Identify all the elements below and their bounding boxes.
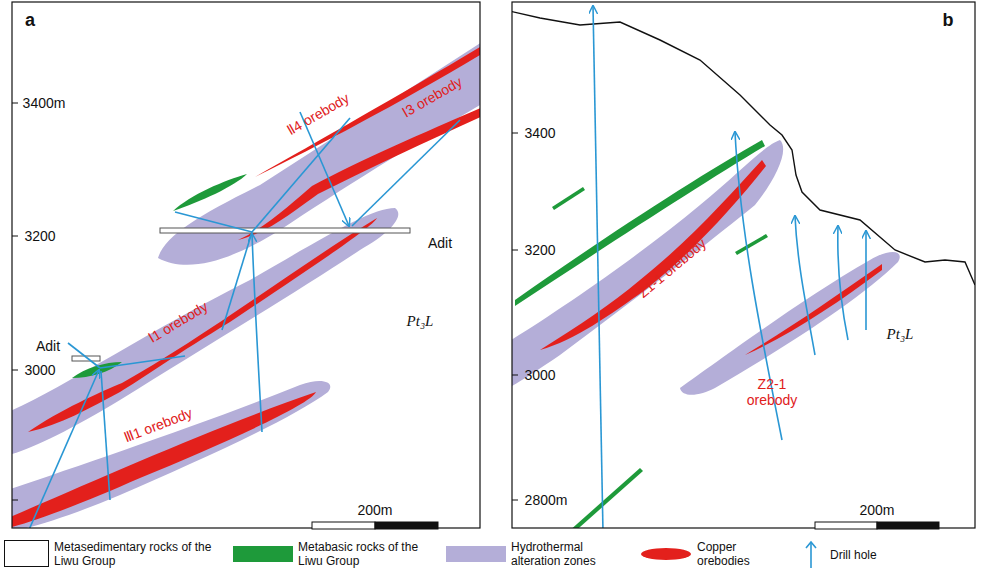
scale-label: 200m xyxy=(859,502,894,518)
swatch-arrow xyxy=(810,542,812,568)
metabasic-rock xyxy=(173,174,247,211)
alteration-zone xyxy=(12,40,480,528)
drill-hole xyxy=(101,371,110,500)
copper-orebody xyxy=(28,218,377,432)
scale-bar xyxy=(877,522,939,529)
axis-tick xyxy=(512,500,518,501)
copper-orebody xyxy=(540,160,766,350)
adit-label: Adit xyxy=(36,338,60,354)
metabasic-rock xyxy=(515,140,765,306)
panel-letter: a xyxy=(25,10,35,31)
metabasic-rock xyxy=(515,140,768,528)
elevation-label: 3000 xyxy=(524,367,555,383)
metabasic-rock xyxy=(72,174,247,378)
panel-letter: b xyxy=(943,10,954,31)
swatch-box xyxy=(5,541,49,567)
drill-hole xyxy=(593,6,603,528)
drill-hole xyxy=(593,6,866,528)
legend-text: Metabasic rocks of the Liwu Group xyxy=(298,540,438,569)
drill-hole xyxy=(28,370,99,528)
scale-bar xyxy=(815,522,877,529)
metabasic-rock xyxy=(568,468,643,528)
drill-hole xyxy=(352,120,460,226)
scale-label: 200m xyxy=(357,502,392,518)
axis-tick xyxy=(12,236,18,237)
swatch-rect xyxy=(233,546,293,562)
axis-tick xyxy=(12,370,18,371)
legend-swatch xyxy=(800,540,824,570)
adit xyxy=(72,228,410,361)
section-a xyxy=(12,40,480,528)
adit-label: Adit xyxy=(428,235,452,251)
drill-hole xyxy=(252,234,262,432)
legend-text: Drill hole xyxy=(830,548,920,562)
scale-bar xyxy=(312,522,438,529)
swatch-arrow-head xyxy=(806,542,816,548)
scale-bar xyxy=(815,522,939,529)
unit-label: Pt₃L xyxy=(887,326,914,343)
orebody-label: Z2-1 orebody xyxy=(741,376,803,408)
metabasic-rock xyxy=(735,234,768,255)
copper-orebody xyxy=(540,160,882,355)
elevation-label: 3400 xyxy=(524,125,555,141)
alteration-zone xyxy=(12,381,330,528)
metabasic-rock xyxy=(552,187,585,210)
topography xyxy=(512,10,975,285)
legend-swatch xyxy=(232,545,294,563)
legend-text: Hydrothermal alteration zones xyxy=(511,540,631,569)
scale-bar xyxy=(312,522,375,529)
drill-hole xyxy=(252,118,350,232)
alteration-zone xyxy=(512,140,900,395)
drill-hole xyxy=(795,216,815,355)
axis-tick xyxy=(12,500,18,501)
drill-hole xyxy=(838,226,848,340)
axis-tick xyxy=(512,375,518,376)
drill-hole xyxy=(28,112,460,528)
drill-hole xyxy=(865,231,867,330)
scale-bar xyxy=(375,522,438,529)
elevation-label: 3000 xyxy=(24,362,55,378)
drill-hole xyxy=(100,356,185,368)
copper-orebody xyxy=(12,44,480,528)
elevation-label: 3200 xyxy=(24,228,55,244)
legend-swatch xyxy=(4,540,50,568)
copper-orebody xyxy=(745,264,882,355)
copper-orebody xyxy=(12,392,316,528)
axis-tick xyxy=(12,103,18,104)
copper-orebody xyxy=(255,44,480,177)
legend-swatch xyxy=(640,545,692,563)
legend-text: Metasedimentary rocks of the Liwu Group xyxy=(54,540,224,569)
alteration-zone xyxy=(12,208,398,455)
panel-frame xyxy=(512,2,975,528)
elevation-label: 2800m xyxy=(525,492,568,508)
section-b xyxy=(512,6,975,528)
legend-swatch xyxy=(445,545,507,563)
legend-text: Copper orebodies xyxy=(697,540,792,569)
drill-hole xyxy=(222,232,252,330)
swatch-ellipse xyxy=(641,548,691,560)
elevation-label: 3200 xyxy=(524,242,555,258)
unit-label: Pt₃L xyxy=(407,313,434,330)
drill-hole xyxy=(175,212,252,232)
alteration-zone xyxy=(158,40,480,265)
axis-tick xyxy=(512,133,518,134)
drill-hole xyxy=(68,343,100,368)
swatch-rect xyxy=(446,546,506,562)
axis-tick xyxy=(512,250,518,251)
adit xyxy=(160,228,410,233)
panel-frame xyxy=(12,2,480,528)
elevation-label: 3400m xyxy=(23,95,66,111)
copper-orebody xyxy=(238,106,480,240)
axis-tick xyxy=(512,133,518,500)
axis-tick xyxy=(12,103,18,500)
